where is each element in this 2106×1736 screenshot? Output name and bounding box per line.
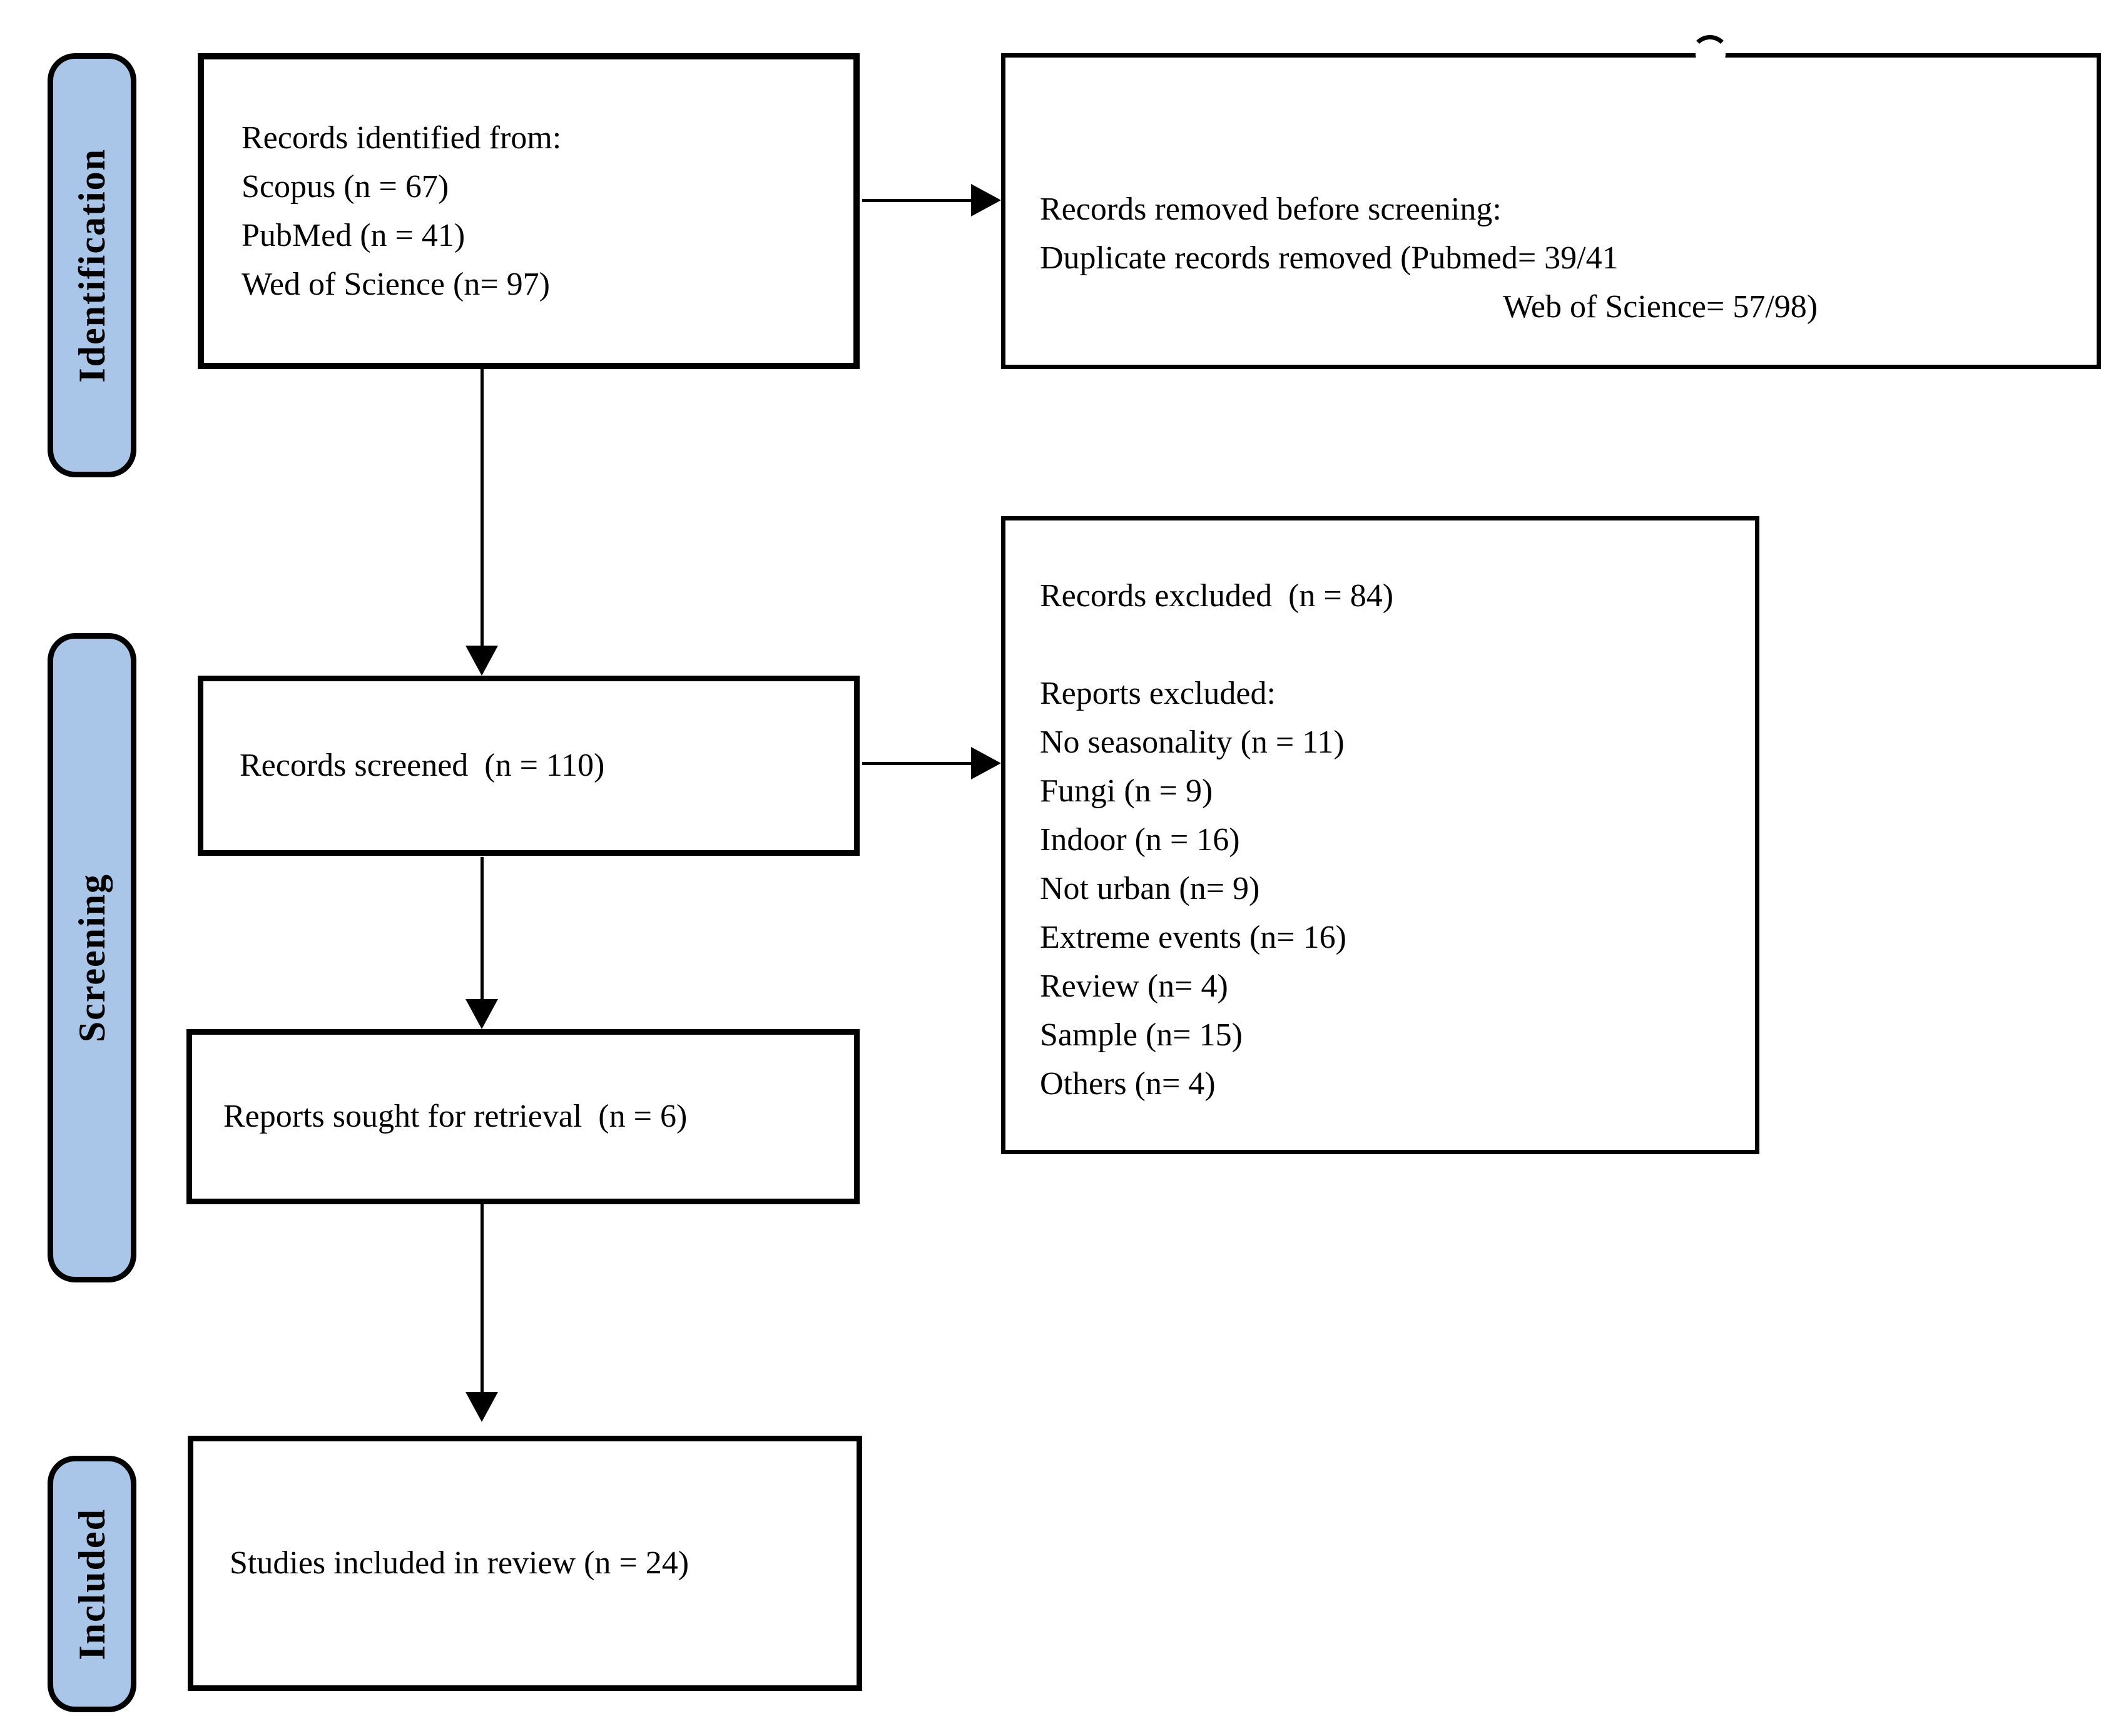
records-screened-text: Records screened (n = 110): [240, 748, 605, 783]
box-records-excluded: Records excluded (n = 84) Reports exclud…: [1001, 516, 1759, 1154]
excluded-review: Review (n= 4): [1040, 968, 1228, 1004]
excluded-indoor: Indoor (n = 16): [1040, 822, 1240, 858]
stage-pill-included: Included: [48, 1456, 136, 1712]
box-studies-included: Studies included in review (n = 24): [188, 1436, 862, 1691]
blank-line: [1040, 621, 1742, 669]
records-removed-heading: Records removed before screening:: [1040, 191, 1502, 227]
records-identified-pubmed: PubMed (n = 41): [242, 217, 465, 253]
excluded-extreme-events: Extreme events (n= 16): [1040, 920, 1346, 955]
reports-sought-text: Reports sought for retrieval (n = 6): [223, 1099, 688, 1134]
records-excluded-count: Records excluded (n = 84): [1040, 578, 1394, 614]
stage-label-included: Included: [71, 1508, 113, 1660]
excluded-no-seasonality: No seasonality (n = 11): [1040, 724, 1345, 760]
arrow-shaft: [481, 857, 484, 1000]
stage-label-screening: Screening: [71, 873, 113, 1043]
arrow-shaft: [481, 1204, 484, 1393]
arrowhead-right-icon: [971, 747, 1001, 779]
box-records-removed: Records removed before screening: Duplic…: [1001, 53, 2101, 369]
stage-label-identification: Identification: [71, 148, 113, 383]
arrow-shaft: [481, 369, 484, 647]
arrowhead-down-icon: [465, 999, 498, 1029]
stage-pill-screening: Screening: [48, 633, 136, 1282]
records-removed-wos: Web of Science= 57/98): [1503, 288, 1818, 325]
excluded-sample: Sample (n= 15): [1040, 1017, 1243, 1053]
arrow-identified-to-screened: [465, 369, 498, 676]
box-reports-sought: Reports sought for retrieval (n = 6): [186, 1029, 860, 1204]
excluded-fungi: Fungi (n = 9): [1040, 773, 1213, 809]
arrow-screened-to-sought: [465, 857, 498, 1029]
border-notch-arc: [1691, 35, 1729, 74]
records-identified-heading: Records identified from:: [242, 119, 562, 156]
records-identified-wos: Wed of Science (n= 97): [242, 266, 550, 302]
box-records-screened: Records screened (n = 110): [198, 676, 860, 856]
arrow-shaft: [862, 762, 974, 765]
excluded-not-urban: Not urban (n= 9): [1040, 871, 1260, 906]
arrow-shaft: [862, 199, 974, 202]
records-removed-duplicates: Duplicate records removed (Pubmed= 39/41: [1040, 240, 1619, 276]
box-records-identified: Records identified from: Scopus (n = 67)…: [198, 53, 860, 369]
arrow-identified-to-removed: [862, 184, 1001, 216]
reports-excluded-heading: Reports excluded:: [1040, 676, 1276, 711]
arrowhead-down-icon: [465, 1392, 498, 1422]
arrow-sought-to-included: [465, 1204, 498, 1422]
arrow-screened-to-excluded: [862, 747, 1001, 779]
studies-included-text: Studies included in review (n = 24): [230, 1545, 689, 1581]
stage-pill-identification: Identification: [48, 53, 136, 477]
excluded-others: Others (n= 4): [1040, 1066, 1216, 1102]
arrowhead-right-icon: [971, 184, 1001, 216]
arrowhead-down-icon: [465, 646, 498, 676]
records-identified-scopus: Scopus (n = 67): [242, 168, 449, 205]
